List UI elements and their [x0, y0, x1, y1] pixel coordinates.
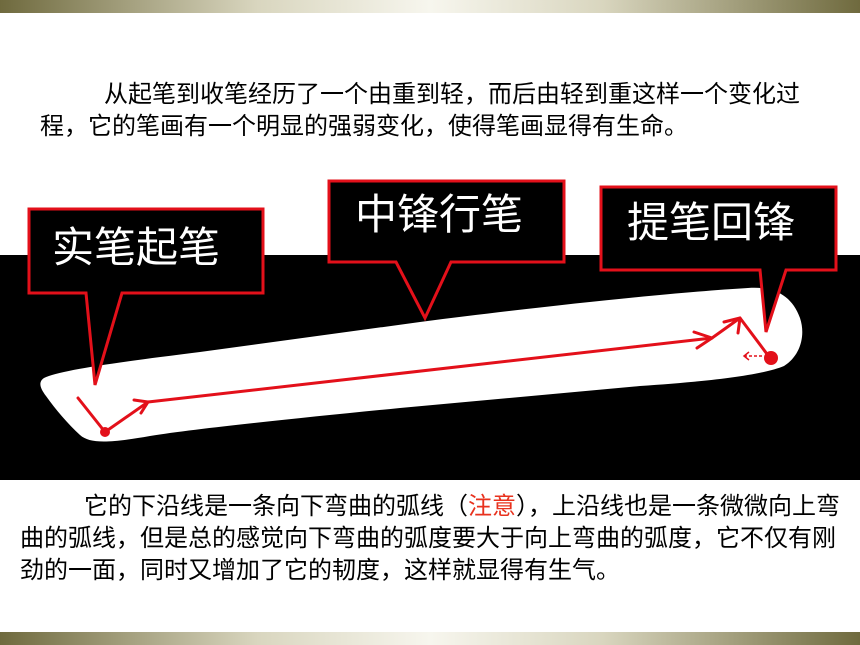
- callout-end-box: [599, 185, 838, 333]
- attention-highlight: 注意: [468, 492, 516, 520]
- travel-arrow: [146, 336, 714, 404]
- end-dot: [764, 351, 778, 365]
- callout-start-box: [27, 207, 265, 386]
- lift-arrowhead: [722, 316, 742, 335]
- return-dashed-arrow: [742, 351, 762, 361]
- intro-paragraph: 从起笔到收笔经历了一个由重到轻，而后由轻到重这样一个变化过程，它的笔画有一个明显…: [40, 78, 820, 142]
- intro-text: 从起笔到收笔经历了一个由重到轻，而后由轻到重这样一个变化过程，它的笔画有一个明显…: [40, 80, 800, 140]
- analysis-text-before: 它的下沿线是一条向下弯曲的弧线（: [84, 492, 468, 520]
- callout-start-label: 实笔起笔: [52, 223, 221, 272]
- analysis-text-after: ），上沿线也是一条微微向上弯曲的弧线，但是总的感觉向下弯曲的弧度要大于向上弯曲的…: [20, 492, 840, 584]
- callout-middle-box: [327, 179, 566, 322]
- brush-stroke: [40, 287, 803, 442]
- callout-middle-label: 中锋行笔: [355, 190, 524, 239]
- top-decor-bar: [0, 0, 860, 13]
- start-dot: [100, 427, 110, 437]
- bottom-decor-bar: [0, 632, 860, 645]
- callout-end-label: 提笔回锋: [627, 198, 796, 247]
- analysis-paragraph: 它的下沿线是一条向下弯曲的弧线（注意），上沿线也是一条微微向上弯曲的弧线，但是总…: [20, 490, 840, 586]
